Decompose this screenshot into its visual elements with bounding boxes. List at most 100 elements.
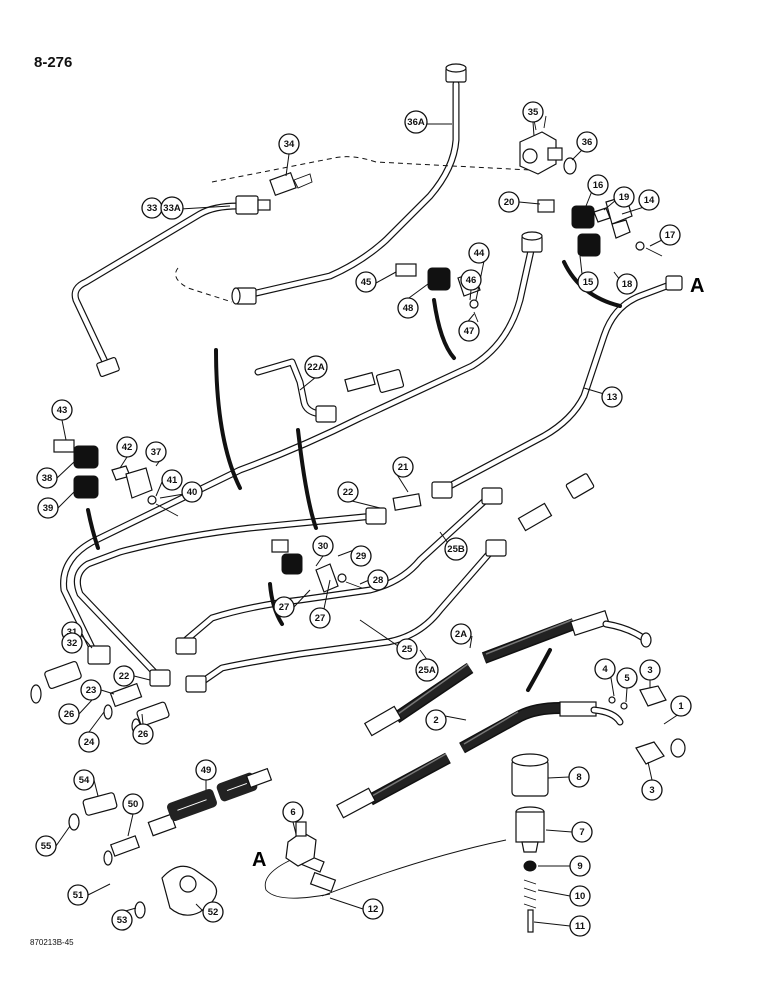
callout-27: 27	[273, 596, 295, 618]
callout-label: 30	[318, 541, 329, 552]
callout-label: 29	[356, 551, 367, 562]
leader-line	[518, 201, 541, 205]
callout-label: 34	[284, 139, 295, 150]
leader-line	[375, 271, 397, 284]
callout-label: 50	[128, 799, 139, 810]
leader-line	[119, 456, 128, 469]
leader-line	[532, 121, 535, 137]
callout-8: 8	[568, 766, 590, 788]
callout-label: 12	[368, 904, 379, 915]
callout-label: 22	[119, 671, 130, 682]
callout-25b: 25B	[444, 537, 468, 561]
callout-label: 45	[361, 277, 372, 288]
callout-28: 28	[367, 569, 389, 591]
callout-26: 26	[58, 703, 80, 725]
leader-line	[444, 715, 467, 721]
callout-22a: 22A	[304, 355, 328, 379]
callout-10: 10	[569, 885, 591, 907]
callout-20: 20	[498, 191, 520, 213]
leader-line	[87, 883, 111, 896]
leader-line	[88, 711, 105, 733]
callout-52: 52	[202, 901, 224, 923]
end-marker-a-top: A	[690, 275, 704, 297]
callout-label: 10	[575, 891, 586, 902]
callout-label: 4	[602, 664, 608, 675]
callout-41: 41	[161, 469, 183, 491]
leader-line	[133, 675, 151, 681]
callout-label: 46	[466, 275, 477, 286]
callout-label: 27	[279, 602, 290, 613]
callout-11: 11	[569, 915, 591, 937]
callout-54: 54	[73, 769, 95, 791]
callout-4: 4	[594, 658, 616, 680]
callout-label: 22A	[307, 362, 325, 373]
leader-line	[337, 549, 355, 557]
callout-49: 49	[195, 759, 217, 781]
callout-label: 27	[315, 613, 326, 624]
callout-label: 26	[64, 709, 75, 720]
callout-label: 18	[622, 279, 633, 290]
tube-25a	[192, 544, 498, 690]
callout-label: 25A	[418, 665, 436, 676]
callout-label: 39	[43, 503, 54, 514]
leader-line	[159, 493, 185, 499]
callout-39: 39	[37, 497, 59, 519]
callout-label: 23	[86, 685, 97, 696]
callout-16: 16	[587, 174, 609, 196]
callout-label: 51	[73, 890, 84, 901]
fittings	[30, 63, 686, 933]
leader-line	[359, 619, 399, 647]
callout-17: 17	[659, 224, 681, 246]
callout-label: 44	[474, 248, 485, 259]
callout-label: 52	[208, 907, 219, 918]
callout-label: 40	[187, 487, 198, 498]
callout-22: 22	[337, 481, 359, 503]
callout-label: 47	[464, 326, 475, 337]
callout-label: 11	[575, 921, 586, 932]
callout-12: 12	[362, 898, 384, 920]
leader-line	[533, 921, 571, 927]
callout-label: 9	[577, 861, 582, 872]
callout-3: 3	[639, 659, 661, 681]
callout-36: 36	[576, 131, 598, 153]
callout-18: 18	[616, 273, 638, 295]
callout-43: 43	[51, 399, 73, 421]
end-marker-a-bottom: A	[252, 849, 266, 871]
leader-line	[285, 153, 290, 177]
leader-line	[299, 376, 317, 391]
callout-label: 32	[67, 638, 78, 649]
leader-line	[315, 555, 324, 567]
callout-42: 42	[116, 436, 138, 458]
callout-38: 38	[36, 467, 58, 489]
callout-label: 43	[57, 405, 68, 416]
callout-label: 15	[583, 277, 594, 288]
leader-line	[545, 829, 573, 833]
callout-label: 26	[138, 729, 149, 740]
leader-line	[625, 687, 628, 703]
leader-line	[155, 481, 163, 497]
leader-line	[621, 206, 645, 215]
callout-label: 19	[619, 192, 630, 203]
callout-9: 9	[569, 855, 591, 877]
callout-label: 49	[201, 765, 212, 776]
callout-label: 2	[433, 715, 438, 726]
callout-label: 22	[343, 487, 354, 498]
tube-13	[442, 280, 676, 492]
leader-line	[57, 491, 75, 509]
leader-line	[469, 289, 472, 301]
callout-26: 26	[132, 723, 154, 745]
leader-line	[579, 255, 583, 275]
leader-line	[292, 821, 297, 835]
leader-line	[439, 531, 449, 544]
callout-label: 36A	[407, 117, 425, 128]
callout-55: 55	[35, 835, 57, 857]
callout-label: 1	[678, 701, 684, 712]
callout-label: 48	[403, 303, 414, 314]
callout-label: 53	[117, 915, 128, 926]
callout-48: 48	[397, 297, 419, 319]
page-number: 8-276	[34, 54, 73, 71]
callout-45: 45	[355, 271, 377, 293]
callout-23: 23	[80, 679, 102, 701]
callout-label: 6	[290, 807, 295, 818]
